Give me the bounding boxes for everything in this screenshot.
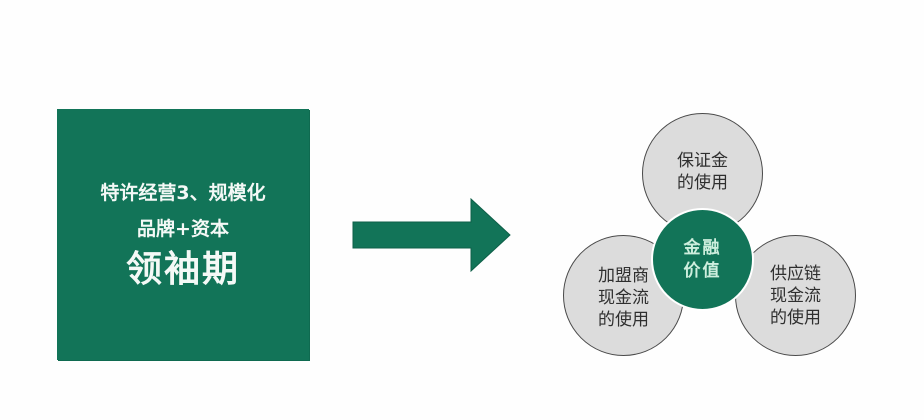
- bubble-text-line: 保证金: [677, 150, 728, 171]
- core-text-line: 金融: [683, 237, 722, 258]
- bubble-text-line: 的使用: [770, 307, 821, 328]
- stage-formula: 品牌+资本: [137, 217, 229, 240]
- stage-title: 领袖期: [125, 248, 240, 290]
- bubble-text-line: 的使用: [598, 309, 649, 330]
- right-arrow-icon: [352, 198, 511, 272]
- stage-box: 特许经营3、规模化 品牌+资本 领袖期: [57, 109, 309, 360]
- bubble-text-line: 加盟商: [598, 265, 649, 286]
- bubble-text-line: 的使用: [677, 172, 728, 193]
- bubble-text-line: 现金流: [770, 285, 821, 306]
- bubble-text-line: 现金流: [598, 287, 649, 308]
- bubble-supply-chain-cashflow: 供应链 现金流 的使用: [735, 235, 856, 356]
- stage-subtitle: 特许经营3、规模化: [100, 181, 266, 204]
- core-text-line: 价值: [683, 260, 722, 281]
- bubble-text-line: 供应链: [770, 263, 821, 284]
- core-financial-value: 金融 价值: [651, 208, 754, 311]
